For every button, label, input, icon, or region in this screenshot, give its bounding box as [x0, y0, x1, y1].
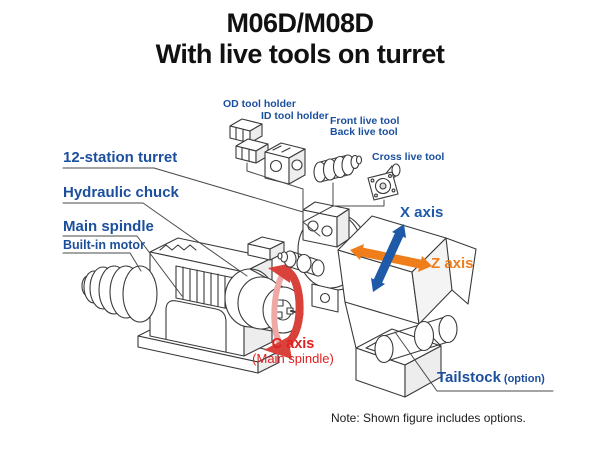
id-tool-holder-drawing [264, 142, 306, 185]
x-axis-label: X axis [400, 204, 444, 221]
front-back-live-tool-drawing [313, 154, 363, 183]
c-axis-sublabel: (Main spindle) [252, 351, 334, 366]
back-live-tool-label: Back live tool [330, 126, 398, 138]
leader-lines [62, 162, 554, 392]
main-spindle-label: Main spindle [63, 218, 154, 235]
od-tool-holder-drawing [229, 118, 269, 164]
od-tool-holder-label: OD tool holder [223, 98, 296, 110]
c-axis-rotation-arrow [264, 263, 304, 359]
footnote: Note: Shown figure includes options. [331, 411, 526, 425]
x-axis-arrow [371, 224, 406, 292]
hydraulic-chuck-label: Hydraulic chuck [63, 184, 179, 201]
turret-label: 12-station turret [63, 149, 178, 166]
id-tool-holder-label: ID tool holder [261, 110, 329, 122]
built-in-motor-drawing [81, 265, 158, 323]
built-in-motor-label: Built-in motor [63, 238, 145, 252]
page-subtitle: With live tools on turret [155, 39, 445, 69]
tailstock-label: Tailstock(option) [437, 369, 545, 386]
front-live-tool-label: Front live tool [330, 115, 400, 127]
c-axis-label: C axis [271, 336, 315, 352]
tailstock-option-text: (option) [503, 373, 545, 385]
z-axis-label: Z axis [431, 255, 474, 272]
tailstock-label-text: Tailstock [437, 369, 501, 386]
turret-drawing [277, 201, 369, 313]
cross-live-tool-label: Cross live tool [372, 151, 445, 163]
cross-live-tool-drawing [367, 163, 401, 201]
page-title: M06D/M08D [226, 8, 374, 38]
